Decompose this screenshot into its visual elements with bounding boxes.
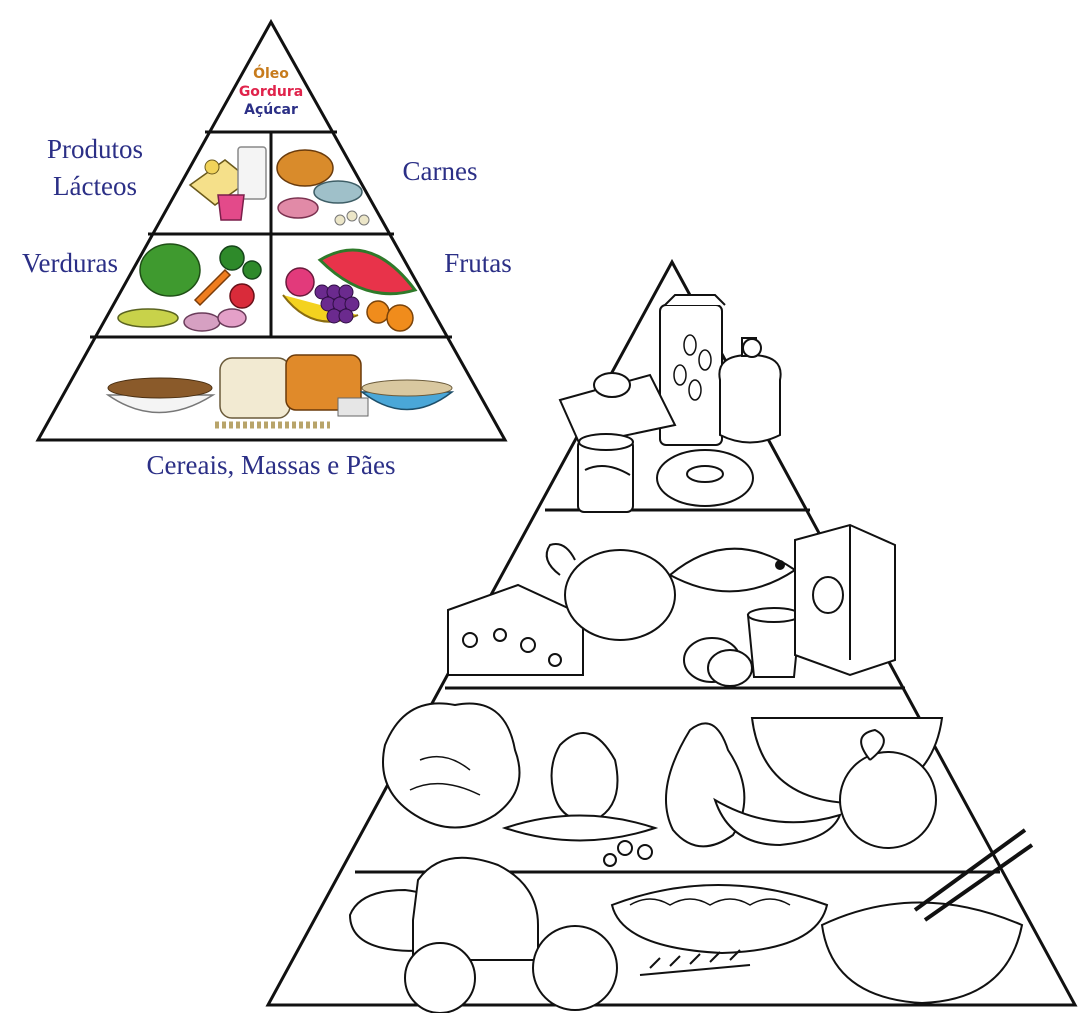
meat-illustration xyxy=(276,149,370,226)
label-acucar: Açúcar xyxy=(244,102,298,118)
dairy-meat-drawing xyxy=(447,523,896,687)
vegetables-illustration xyxy=(117,243,262,332)
colored-food-pyramid: Óleo Gordura Açúcar xyxy=(22,18,512,480)
label-fruits: Frutas xyxy=(444,248,512,278)
sweets-fats-oils-drawing xyxy=(558,294,782,513)
label-gordura: Gordura xyxy=(239,84,303,100)
label-grains: Cereais, Massas e Pães xyxy=(147,450,396,480)
fruits-illustration xyxy=(282,248,418,332)
dairy-illustration xyxy=(188,146,267,221)
vegetables-fruits-drawing xyxy=(382,702,944,867)
label-vegetables: Verduras xyxy=(22,248,118,278)
label-oleo: Óleo xyxy=(253,64,289,82)
grains-bread-drawing xyxy=(348,828,1034,1013)
label-meat: Carnes xyxy=(403,156,478,186)
grains-illustration xyxy=(105,354,455,429)
label-dairy-line-2: Lácteos xyxy=(53,171,137,201)
label-dairy-line-1: Produtos xyxy=(47,134,143,164)
outline-food-pyramid xyxy=(265,258,1078,1013)
